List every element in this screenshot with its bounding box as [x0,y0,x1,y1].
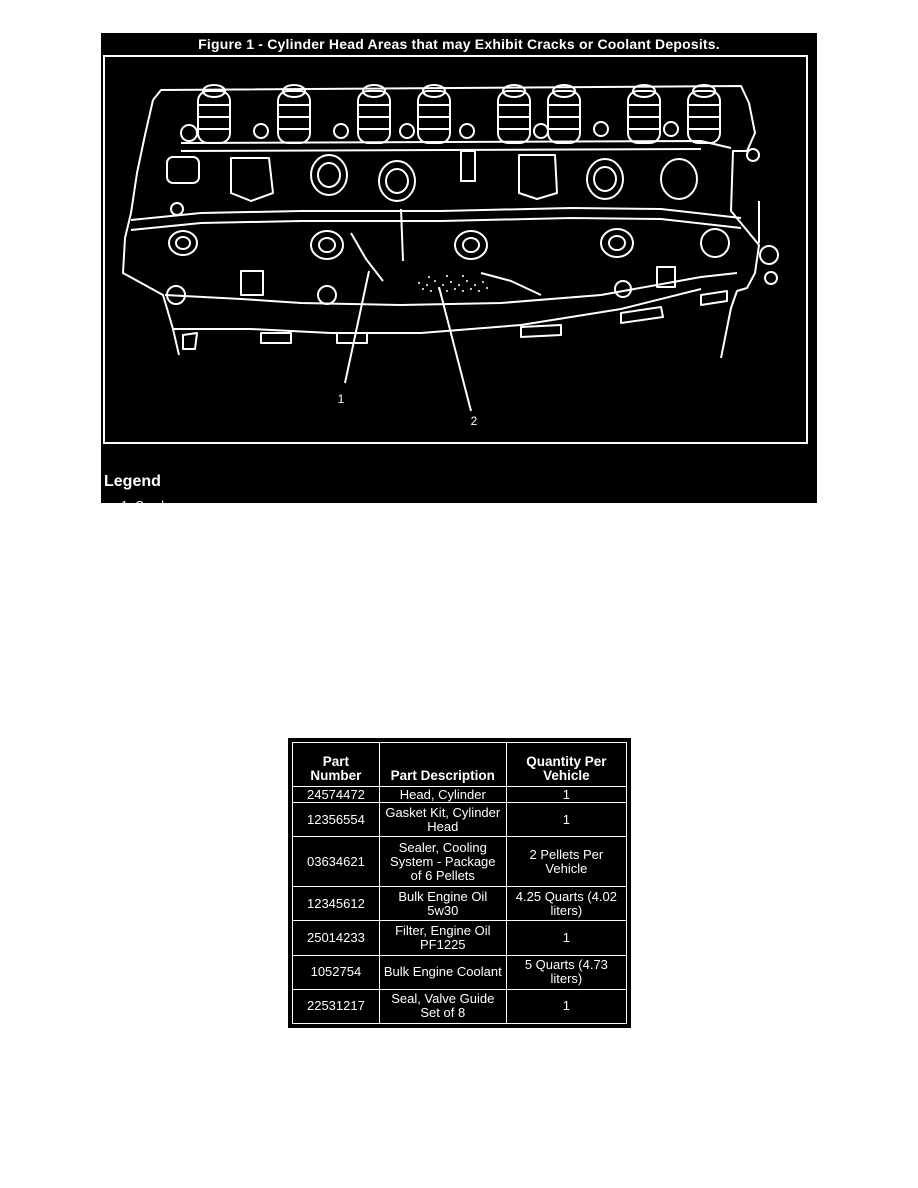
figure-title: Figure 1 - Cylinder Head Areas that may … [198,36,720,52]
description-cell: Bulk Engine Coolant [378,954,507,990]
table-row: 12345612 Bulk Engine Oil 5w30 4.25 Quart… [292,886,628,922]
description-cell: Seal, Valve Guide Set of 8 [378,988,507,1025]
part-number-cell: 12356554 [292,801,380,838]
legend-heading: Legend [104,473,161,490]
quantity-cell: 1 [505,988,628,1025]
quantity-cell: 1 [505,786,628,803]
callout-label-1: 1 [338,392,345,406]
cylinder-head-illustration: 1 2 [103,55,808,444]
quantity-cell: 4.25 Quarts (4.02 liters) [505,886,628,922]
part-number-cell: 1052754 [292,954,380,990]
table-row: 25014233 Filter, Engine Oil PF1225 1 [292,920,628,956]
part-number-cell: 24574472 [292,786,380,803]
quantity-cell: 5 Quarts (4.73 liters) [505,954,628,990]
column-header-description: Part Description [378,742,507,787]
table-row: 1052754 Bulk Engine Coolant 5 Quarts (4.… [292,954,628,990]
callout-label-2: 2 [471,414,478,428]
quantity-cell: 2 Pellets Per Vehicle [505,836,628,888]
quantity-cell: 1 [505,920,628,956]
table-header-row: Part Number Part Description Quantity Pe… [292,742,628,787]
description-cell: Head, Cylinder [378,786,507,803]
quantity-cell: 1 [505,801,628,838]
part-number-cell: 25014233 [292,920,380,956]
description-cell: Filter, Engine Oil PF1225 [378,920,507,956]
legend-item: 2. Coolant Deposits. [121,522,234,536]
table-row: 24574472 Head, Cylinder 1 [292,786,628,803]
table-row: 22531217 Seal, Valve Guide Set of 8 1 [292,988,628,1025]
part-number-cell: 12345612 [292,886,380,922]
description-cell: Bulk Engine Oil 5w30 [378,886,507,922]
description-cell: Gasket Kit, Cylinder Head [378,801,507,838]
figure-panel: 1 2 Figure 1 - Cylinder Head Areas that … [101,33,817,536]
legend-item: 1. Cracks. [121,499,178,513]
parts-table: Part Number Part Description Quantity Pe… [288,738,631,1028]
table-row: 03634621 Sealer, Cooling System - Packag… [292,836,628,888]
column-header-quantity: Quantity Per Vehicle [505,742,628,787]
parts-table-grid: Part Number Part Description Quantity Pe… [292,742,628,1025]
legend-list: 1. Cracks. 2. Coolant Deposits. [121,495,234,541]
description-cell: Sealer, Cooling System - Package of 6 Pe… [378,836,507,888]
part-number-cell: 03634621 [292,836,380,888]
table-row: 12356554 Gasket Kit, Cylinder Head 1 [292,801,628,838]
part-number-cell: 22531217 [292,988,380,1025]
column-header-part-number: Part Number [292,742,380,787]
